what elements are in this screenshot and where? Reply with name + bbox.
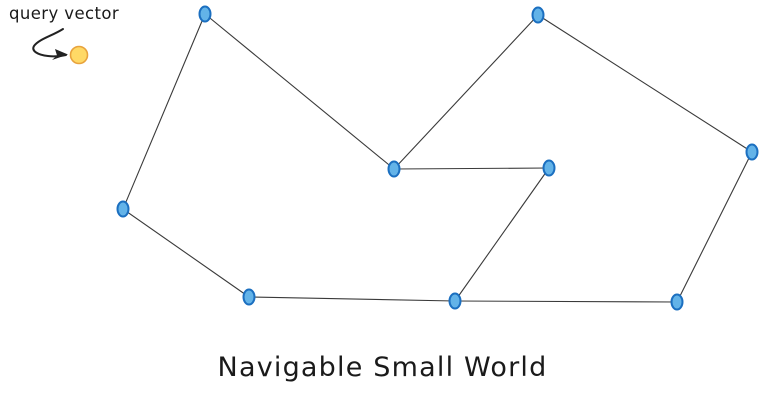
node-center [387, 160, 401, 178]
node-right [745, 143, 759, 161]
node-top-left [198, 5, 212, 23]
edge-right-to-bottom-right [676, 151, 753, 303]
query-vector-annotation [32, 28, 68, 60]
edge-bottom-center-to-bottom-right [454, 300, 678, 303]
node-bottom-right [670, 293, 684, 311]
edge-center-right-to-bottom-center [454, 167, 550, 302]
node-left [116, 200, 130, 218]
edge-top-left-to-left [122, 13, 206, 210]
nodes-group [116, 5, 759, 311]
edge-center-to-center-right [393, 167, 550, 170]
node-bottom-center [448, 292, 462, 310]
edges-group [122, 13, 753, 303]
node-center-right [542, 159, 556, 177]
edge-top-right-to-right [537, 14, 753, 153]
diagram-caption: Navigable Small World [217, 352, 548, 383]
query-vector-dot [69, 45, 89, 65]
edge-top-left-to-center [204, 13, 395, 170]
edge-bottom-left-to-bottom-center [248, 296, 456, 302]
node-bottom-left [242, 288, 256, 306]
curved-arrow-head [52, 49, 68, 60]
query-vector-label: query vector [9, 4, 120, 23]
edge-center-to-top-right [393, 14, 539, 170]
node-top-right [531, 6, 545, 24]
edge-left-to-bottom-left [122, 208, 250, 298]
